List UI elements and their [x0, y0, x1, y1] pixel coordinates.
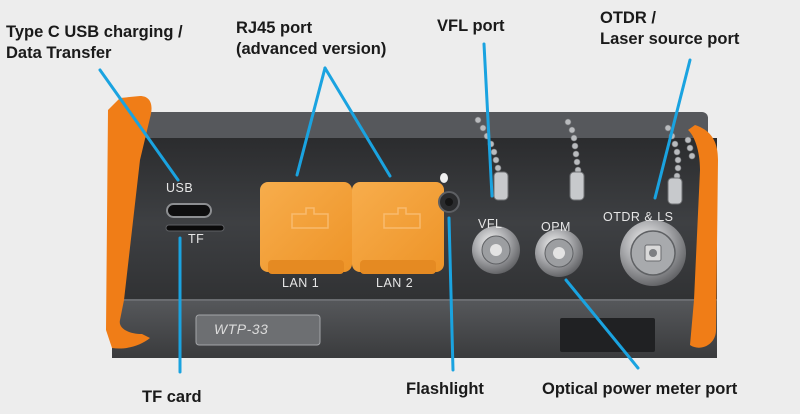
- usb-annotation: Type C USB charging / Data Transfer: [6, 23, 183, 62]
- brand-plate: [195, 314, 321, 346]
- usb-c-port: [166, 203, 212, 218]
- flashlight-arrow: [447, 216, 455, 372]
- vfl-arrow: [482, 42, 494, 198]
- dust-cap-chains: [474, 116, 696, 180]
- opm-annotation: Optical power meter port: [542, 380, 738, 398]
- vfl-device-label: VFL: [478, 217, 503, 231]
- opm-arrow: [564, 278, 640, 370]
- device-top-edge: [118, 112, 708, 142]
- rj45-annotation: RJ45 port (advanced version): [236, 19, 387, 58]
- usb-device-label: USB: [166, 181, 194, 195]
- lan1-device-label: LAN 1: [282, 276, 320, 290]
- otdr-connector: [620, 220, 686, 286]
- lan2-cover: [352, 182, 444, 274]
- left-bumper: [106, 96, 152, 349]
- right-bumper: [688, 125, 718, 348]
- tf-card-annotation: TF card: [142, 388, 202, 406]
- lan2-device-label: LAN 2: [376, 276, 414, 290]
- flashlight-led: [440, 173, 448, 183]
- tf-device-label: TF: [188, 232, 205, 246]
- otdr-annotation: OTDR / Laser source port: [600, 9, 740, 48]
- otdr-device-label: OTDR & LS: [603, 210, 674, 224]
- vfl-connector: [472, 226, 520, 274]
- vfl-annotation: VFL port: [437, 17, 505, 35]
- annotation-arrows: [98, 42, 692, 374]
- otdr-arrow: [653, 58, 692, 200]
- opm-connector: [535, 229, 583, 277]
- tf-card-slot: [165, 224, 225, 232]
- usb-arrow: [98, 68, 180, 182]
- rj45-arrow-left: [295, 66, 327, 177]
- rj45-arrow-right: [323, 66, 392, 178]
- opm-device-label: OPM: [541, 220, 571, 234]
- brand-plate-text: WTP-33: [214, 321, 269, 337]
- lan1-cover: [260, 182, 352, 274]
- flashlight-annotation: Flashlight: [406, 380, 484, 398]
